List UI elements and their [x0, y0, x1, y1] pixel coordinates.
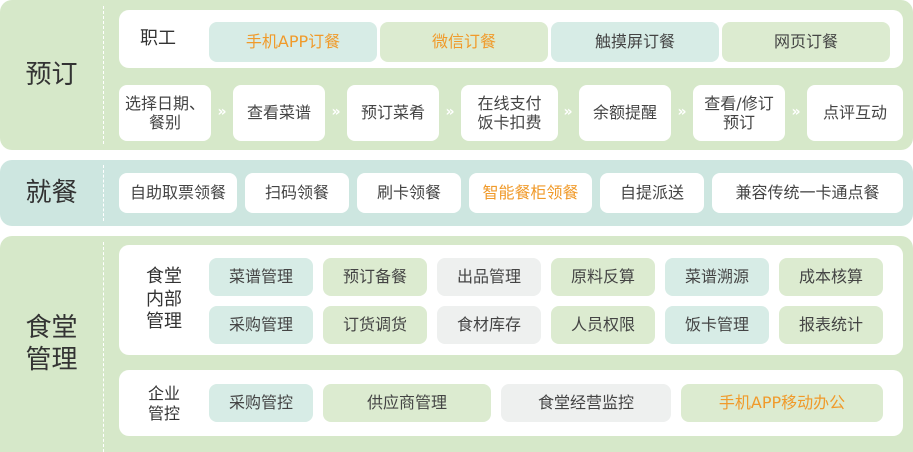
internal-cost-accounting: 成本核算	[779, 258, 883, 296]
booking-section-label: 预订	[25, 59, 78, 90]
enterprise-canteen-monitoring: 食堂经营监控	[501, 384, 671, 422]
dining-scan-code: 扫码领餐	[245, 173, 349, 213]
step-balance-reminder: 余额提醒	[579, 85, 671, 141]
channel-wechat-order: 微信订餐	[380, 22, 548, 62]
chevron-right-icon: »	[791, 104, 801, 120]
enterprise-mobile-office: 手机APP移动办公	[681, 384, 883, 422]
step-online-payment: 在线支付 饭卡扣费	[461, 85, 558, 141]
chevron-right-icon: »	[331, 104, 341, 120]
internal-staff-permissions: 人员权限	[551, 306, 655, 344]
internal-purchase-management: 采购管理	[209, 306, 313, 344]
dining-compatible-card: 兼容传统一卡通点餐	[712, 173, 903, 213]
enterprise-control-label: 企业 管控	[147, 384, 180, 423]
internal-menu-traceability: 菜谱溯源	[665, 258, 769, 296]
dining-smart-cabinet: 智能餐柜领餐	[469, 173, 592, 213]
channel-app-order: 手机APP订餐	[209, 22, 377, 62]
step-book-dishes: 预订菜肴	[347, 85, 439, 141]
channel-touchscreen-order: 触摸屏订餐	[551, 22, 719, 62]
dining-divider	[103, 165, 104, 221]
step-select-date: 选择日期、 餐别	[119, 85, 211, 141]
enterprise-purchase-control: 采购管控	[209, 384, 313, 422]
management-divider	[103, 242, 104, 452]
internal-output-management: 出品管理	[437, 258, 541, 296]
step-view-edit-booking: 查看/修订 预订	[693, 85, 785, 141]
internal-order-transfer: 订货调货	[323, 306, 427, 344]
booking-divider	[103, 6, 104, 144]
chevron-right-icon: »	[217, 104, 227, 120]
internal-report-statistics: 报表统计	[779, 306, 883, 344]
dining-self-ticket: 自助取票领餐	[119, 173, 237, 213]
internal-raw-material-calc: 原料反算	[551, 258, 655, 296]
internal-menu-management: 菜谱管理	[209, 258, 313, 296]
step-review-interaction: 点评互动	[807, 85, 903, 141]
employee-label: 职工	[140, 27, 176, 49]
internal-booking-prep: 预订备餐	[323, 258, 427, 296]
internal-ingredient-inventory: 食材库存	[437, 306, 541, 344]
enterprise-supplier-management: 供应商管理	[323, 384, 491, 422]
chevron-right-icon: »	[677, 104, 687, 120]
channel-web-order: 网页订餐	[722, 22, 890, 62]
dining-section-label: 就餐	[25, 177, 78, 208]
internal-management-label: 食堂 内部 管理	[146, 266, 182, 333]
chevron-right-icon: »	[445, 104, 455, 120]
management-section-label: 食堂 管理	[25, 312, 78, 376]
dining-swipe-card: 刷卡领餐	[357, 173, 461, 213]
step-view-menu: 查看菜谱	[233, 85, 325, 141]
dining-self-pickup-delivery: 自提派送	[600, 173, 704, 213]
chevron-right-icon: »	[563, 104, 573, 120]
internal-meal-card-management: 饭卡管理	[665, 306, 769, 344]
